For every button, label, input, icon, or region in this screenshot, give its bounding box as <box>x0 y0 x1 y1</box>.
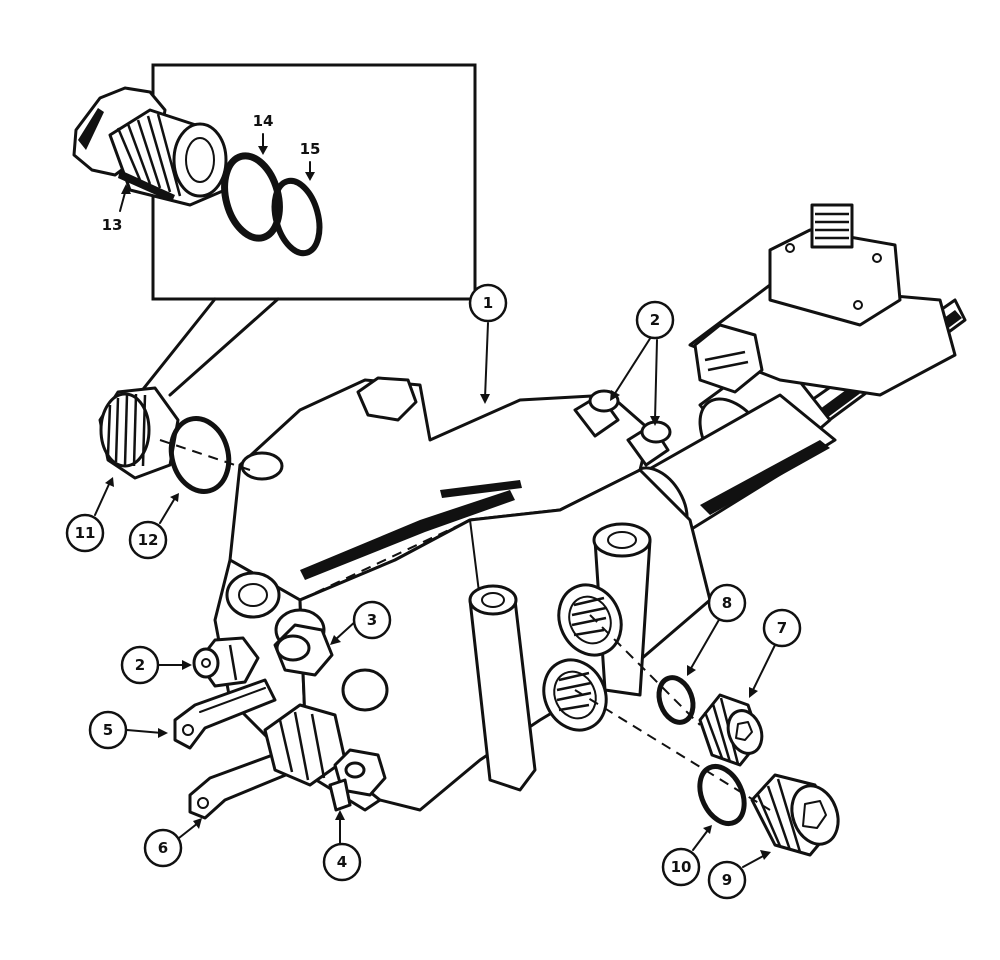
plug-9 <box>750 773 840 857</box>
fitting-13 <box>72 86 228 207</box>
callout-2-rear: 2 <box>635 300 675 340</box>
callout-label-3: 3 <box>367 611 377 629</box>
leader-lines <box>94 322 776 868</box>
callout-11: 11 <box>65 513 105 553</box>
callout-2-front: 2 <box>120 645 160 685</box>
adjusting-screw-4 <box>328 748 387 812</box>
spool-boot-6 <box>188 703 347 820</box>
inset-label-14: 14 <box>253 112 274 130</box>
callout-10: 10 <box>661 847 701 887</box>
callout-4: 4 <box>322 842 362 882</box>
callout-label-2-rear: 2 <box>650 311 660 329</box>
inset-label-15: 15 <box>300 140 321 158</box>
callout-label-1: 1 <box>483 294 493 312</box>
callout-label-8: 8 <box>722 594 732 612</box>
callout-7: 7 <box>762 608 802 648</box>
callout-label-5: 5 <box>103 721 113 739</box>
o-ring-8 <box>656 675 696 725</box>
plug-11 <box>98 386 180 480</box>
inset-label-13: 13 <box>102 216 123 234</box>
callout-label-6: 6 <box>158 839 168 857</box>
o-ring-15 <box>271 177 323 257</box>
spool-clevis-5 <box>173 678 277 750</box>
callout-label-11: 11 <box>75 524 96 542</box>
hex-plug-3 <box>273 623 334 677</box>
callout-12: 12 <box>128 520 168 560</box>
callout-label-10: 10 <box>671 858 692 876</box>
plug-7 <box>698 693 764 767</box>
spool-actuator <box>625 203 967 547</box>
o-ring-10 <box>697 764 747 826</box>
callout-8: 8 <box>707 583 747 623</box>
callout-label-12: 12 <box>138 531 159 549</box>
o-ring-12 <box>168 416 232 494</box>
callout-6: 6 <box>143 828 183 868</box>
callout-label-4: 4 <box>337 853 347 871</box>
callout-3: 3 <box>352 600 392 640</box>
callout-label-2-front: 2 <box>135 656 145 674</box>
adapter-fitting-2 <box>192 636 260 688</box>
callouts: 1 2 2 3 4 5 6 7 <box>65 283 802 900</box>
callout-1: 1 <box>468 283 508 323</box>
detail-inset: 13 14 15 <box>72 63 477 397</box>
callout-5: 5 <box>88 710 128 750</box>
callout-label-9: 9 <box>722 871 732 889</box>
callout-label-7: 7 <box>777 619 787 637</box>
valve-body <box>213 376 712 812</box>
callout-9: 9 <box>707 860 747 900</box>
